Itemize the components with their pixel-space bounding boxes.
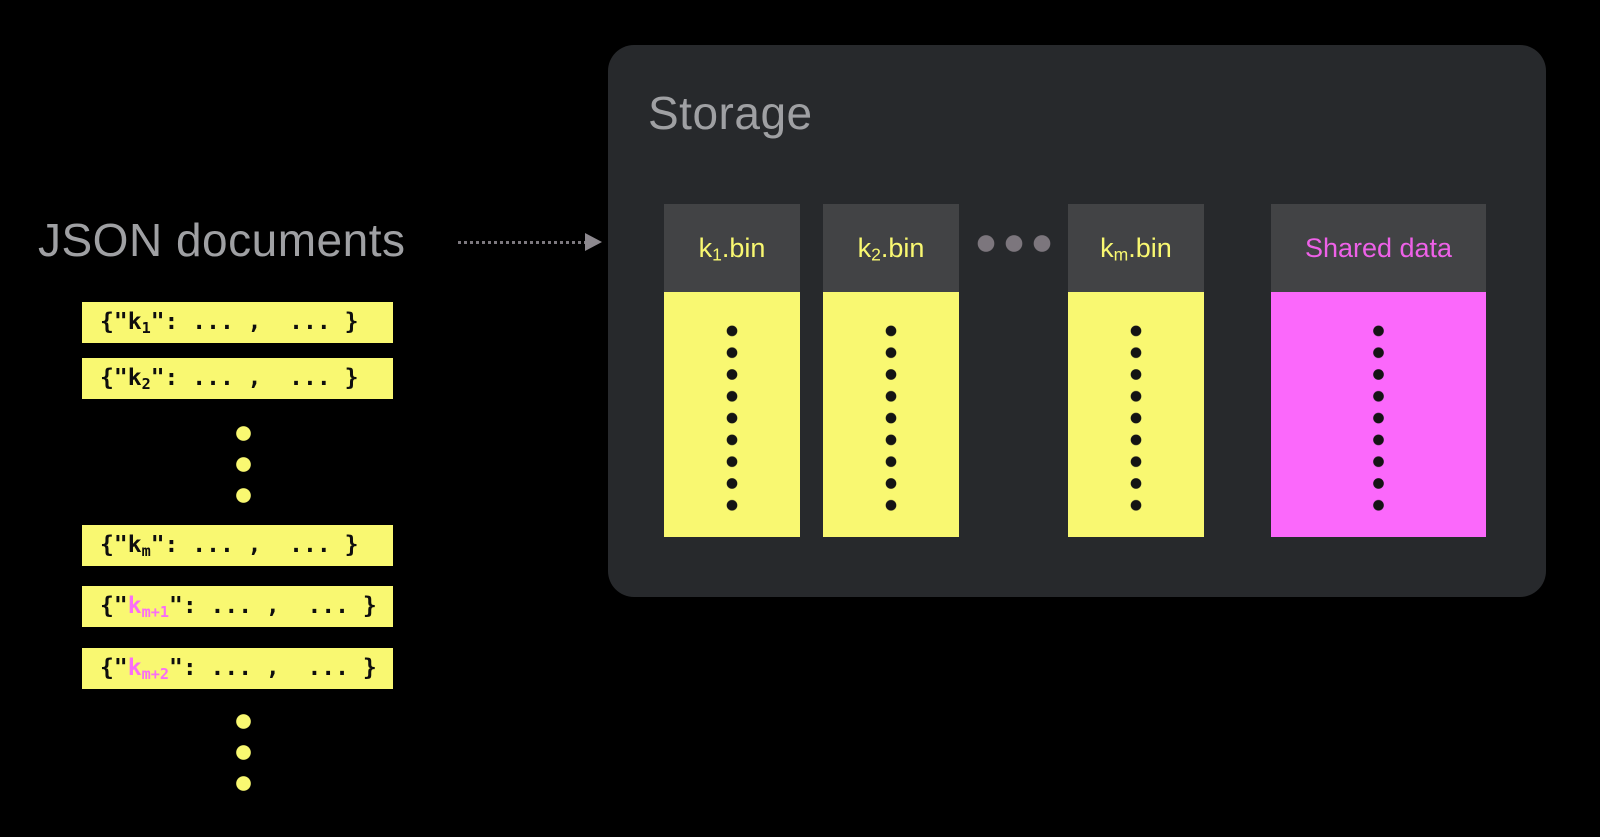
- json-doc-bar-km1: {"km+1": ... , ... }: [82, 586, 393, 627]
- json-documents-label: JSON documents: [38, 214, 406, 266]
- shared-data-body: [1271, 292, 1486, 537]
- shared-data-label: Shared data: [1304, 233, 1453, 263]
- file-key-subscript: 1: [712, 244, 722, 265]
- doc-key: km: [127, 532, 151, 560]
- json-doc-bar-k2: {"k2": ... , ... }: [82, 358, 393, 399]
- storage-panel: Storage k1.bin k2.bin km.bin Shared data: [608, 45, 1546, 597]
- file-column-km: km.bin: [1068, 204, 1204, 537]
- file-header-k1: k1.bin: [664, 204, 800, 292]
- file-header-k2: k2.bin: [823, 204, 959, 292]
- column-dots-icon: [664, 320, 800, 516]
- doc-key-subscript: m+1: [141, 602, 169, 621]
- doc-key: k2: [127, 365, 151, 393]
- file-key: k: [1100, 233, 1114, 263]
- doc-text-pre: {": [100, 593, 128, 619]
- horizontal-ellipsis-icon: [972, 235, 1056, 252]
- doc-key-subscript: 2: [141, 374, 151, 393]
- doc-key-subscript: m: [141, 541, 151, 560]
- column-dots-icon: [823, 320, 959, 516]
- doc-text-pre: {": [100, 655, 128, 681]
- dotted-arrow-line: [458, 241, 586, 244]
- file-key-subscript: 2: [871, 244, 881, 265]
- doc-text-pre: {": [100, 309, 128, 335]
- file-extension: .bin: [1128, 233, 1172, 263]
- doc-text-post: ": ... , ... }: [150, 532, 359, 558]
- vertical-ellipsis-icon: [236, 706, 251, 799]
- file-body-k2: [823, 292, 959, 537]
- file-extension: .bin: [721, 233, 766, 263]
- file-header-km: km.bin: [1068, 204, 1204, 292]
- storage-title: Storage: [648, 87, 813, 139]
- doc-key: k1: [127, 309, 151, 337]
- column-dots-icon: [1068, 320, 1204, 516]
- file-body-k1: [664, 292, 800, 537]
- shared-data-column: Shared data: [1271, 204, 1486, 537]
- file-column-k2: k2.bin: [823, 204, 959, 537]
- shared-data-header: Shared data: [1271, 204, 1486, 292]
- doc-key-highlighted: km+1: [127, 593, 169, 621]
- file-key: k: [698, 233, 713, 263]
- doc-text-post: ": ... , ... }: [150, 309, 359, 335]
- doc-text-post: ": ... , ... }: [150, 365, 359, 391]
- file-extension: .bin: [880, 233, 925, 263]
- json-doc-bar-k1: {"k1": ... , ... }: [82, 302, 393, 343]
- json-doc-bar-km2: {"km+2": ... , ... }: [82, 648, 393, 689]
- doc-text-pre: {": [100, 365, 128, 391]
- doc-text-pre: {": [100, 532, 128, 558]
- file-key: k: [857, 233, 872, 263]
- vertical-ellipsis-icon: [236, 418, 251, 511]
- doc-key-subscript: m+2: [141, 664, 169, 683]
- file-body-km: [1068, 292, 1204, 537]
- doc-key-highlighted: km+2: [127, 655, 169, 683]
- column-dots-icon: [1271, 320, 1486, 516]
- doc-text-post: ": ... , ... }: [168, 593, 377, 619]
- file-column-k1: k1.bin: [664, 204, 800, 537]
- json-doc-bar-km: {"km": ... , ... }: [82, 525, 393, 566]
- arrow-head-icon: [585, 233, 602, 251]
- doc-text-post: ": ... , ... }: [168, 655, 377, 681]
- doc-key-subscript: 1: [141, 318, 151, 337]
- file-key-subscript: m: [1113, 244, 1129, 265]
